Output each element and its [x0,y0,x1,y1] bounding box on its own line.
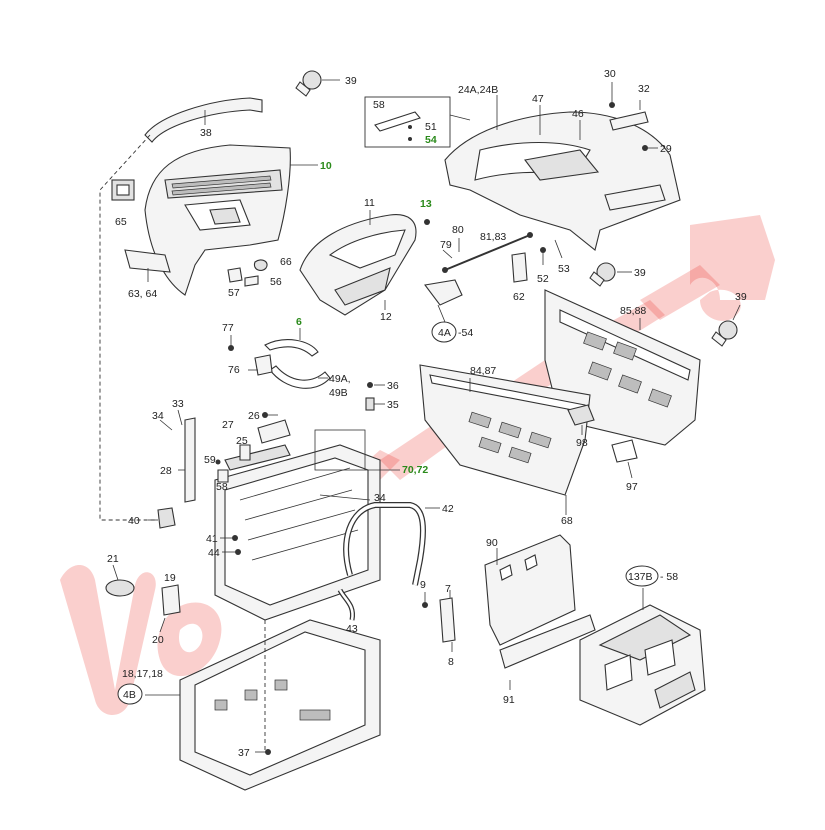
label-24ab: 24A,24B [458,84,498,96]
label-27: 27 [222,419,234,431]
label-97: 97 [626,481,638,493]
label-77: 77 [222,322,234,334]
handle-bar-38 [144,97,263,143]
label-25: 25 [236,435,248,447]
label-59: 59 [204,454,216,466]
label-79: 79 [440,239,452,251]
label-85-88: 85,88 [620,305,646,317]
label-12: 12 [380,311,392,323]
label-18-17-18: 18,17,18 [122,668,163,680]
chassis-frame [179,619,381,791]
support-rod-81-83 [444,234,531,271]
callout-137b [625,565,659,587]
bolt-39-top [295,70,322,97]
label-34-right: 34 [374,492,386,504]
label-11: 11 [364,197,375,209]
label-70-72: 70,72 [402,464,428,476]
label-33: 33 [172,398,184,410]
label-43: 43 [346,623,358,635]
label-36: 36 [387,380,399,392]
engine-assembly-137b [579,604,706,726]
label-26: 26 [248,410,260,422]
label-54: 54 [425,134,437,146]
label-68: 68 [561,515,573,527]
bolt-39-right-upper [589,262,616,287]
label-34-left: 34 [152,410,164,422]
label-13: 13 [420,198,432,210]
label-29: 29 [660,143,672,155]
label-7: 7 [445,583,451,595]
label-41: 41 [206,533,218,545]
label-52: 52 [537,273,549,285]
tractor-watermark-icon [690,215,775,321]
label-10: 10 [320,160,332,172]
callout-4a [431,321,457,343]
label-4a: 4A [438,327,451,339]
hood-47-46 [444,111,681,251]
label-6: 6 [296,316,302,328]
mount-plate-90-91 [484,534,596,669]
label-47: 47 [532,93,544,105]
front-grille-10 [144,144,291,296]
label-57: 57 [228,287,240,299]
label-65: 65 [115,216,127,228]
label-63-64: 63, 64 [128,288,157,300]
label-35: 35 [387,399,399,411]
bolt-39-right-lower [711,320,738,347]
label-20: 20 [152,634,164,646]
label-51: 51 [425,121,437,133]
label-42: 42 [442,503,454,515]
label-53: 53 [558,263,570,275]
label-62: 62 [513,291,525,303]
label-49a: 49A, [329,373,351,385]
label-49b: 49B [329,387,348,399]
label-30: 30 [604,68,616,80]
label-39-right-upper: 39 [634,267,646,279]
label-28: 28 [160,465,172,477]
label-80: 80 [452,224,464,236]
part-labels: 39 38 10 65 66 57 56 63, 64 58 51 54 24A… [107,68,747,759]
label-76: 76 [228,364,240,376]
side-panel-11 [299,214,417,316]
label-32: 32 [638,83,650,95]
label-9: 9 [420,579,426,591]
label-4b: 4B [123,689,136,701]
label-21: 21 [107,553,119,565]
label-84-87: 84,87 [470,365,496,377]
label-91: 91 [503,694,515,706]
label-66: 66 [280,256,292,268]
label-39-top: 39 [345,75,357,87]
label-90: 90 [486,537,498,549]
label-19: 19 [164,572,176,584]
label-137b: 137B [628,571,653,583]
inset-box-58-51-54 [364,96,451,148]
radiator-guide-box [314,429,366,471]
label-37: 37 [238,747,250,759]
clamp-6 [264,339,319,357]
label-40: 40 [128,515,140,527]
label-137b-58: - 58 [660,571,678,583]
label-44: 44 [208,547,220,559]
radiator-70-72 [214,419,381,621]
label-98: 98 [576,437,588,449]
label-56: 56 [270,276,282,288]
label-4a-54: -54 [458,327,473,339]
label-39-right-lower: 39 [735,291,747,303]
clamp-49 [269,365,331,389]
callout-4b [117,683,143,705]
label-38: 38 [200,127,212,139]
cap-21 [105,579,135,597]
label-81-83: 81,83 [480,231,506,243]
label-58: 58 [373,99,385,111]
label-8: 8 [448,656,454,668]
side-panel-84-87 [419,364,591,496]
label-46: 46 [572,108,584,120]
label-58-lower: 58 [216,481,228,493]
